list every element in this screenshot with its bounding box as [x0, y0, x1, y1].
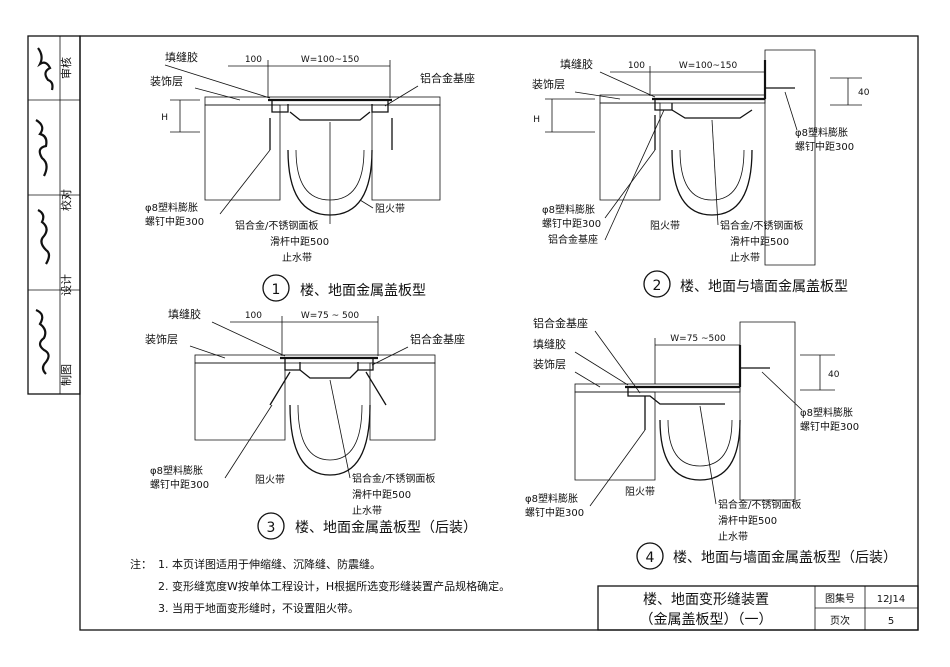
d2-number-circle	[643, 270, 671, 298]
title-line-2: （金属盖板型）（一）	[640, 612, 773, 628]
d1-dim-w: W=100~150	[301, 55, 360, 65]
d3-label-mianban: 铝合金/不锈钢面板	[352, 472, 435, 485]
note-1: 1. 本页详图适用于伸缩缝、沉降缝、防震缝。	[158, 557, 381, 571]
d3-label-zuhuodai: 阻火带	[255, 474, 285, 486]
notes-prefix: 注：	[130, 557, 152, 571]
d3-dim-w: W=75 ~ 500	[301, 311, 360, 321]
d1-label-luoding2: 螺钉中距300	[145, 215, 204, 228]
note-3: 3. 当用于地面变形缝时，不设置阻火带。	[158, 601, 359, 615]
d2-label-luoding1: φ8塑料膨胀	[542, 203, 595, 216]
d3-label-huagan: 滑杆中距500	[352, 488, 411, 501]
sidebar-label-sheji: 设计	[60, 274, 73, 296]
d1-title: 楼、地面金属盖板型	[300, 283, 426, 299]
d2-label-huagan: 滑杆中距500	[730, 235, 789, 248]
d2-label-luoding2: 螺钉中距300	[542, 217, 601, 230]
sidebar-strip	[27, 35, 81, 395]
detail-3: 100 W=75 ~ 500 填缝胶 装饰层 铝合金基座 φ8塑料膨胀 螺钉中距…	[145, 307, 477, 540]
d3-label-luoding2: 螺钉中距300	[150, 478, 209, 491]
sidebar-label-zhitu: 制图	[60, 364, 73, 386]
d3-number: 3	[267, 520, 276, 536]
sheet-border	[79, 35, 919, 631]
d4-label-zhuangshiceng: 装饰层	[533, 357, 566, 371]
d4-dim-w: W=75 ~500	[670, 334, 726, 344]
d3-label-zhishuidai: 止水带	[352, 505, 382, 517]
d4-label-tianfengjiao: 填缝胶	[533, 337, 566, 351]
d3-label-zhuangshiceng: 装饰层	[145, 332, 178, 346]
page-label: 页次	[830, 614, 850, 627]
d2-label-mianban: 铝合金/不锈钢面板	[720, 219, 803, 232]
detail-4: W=75 ~500 40 铝合金基座 填缝胶 装饰层 φ8塑料膨胀 螺钉中距30…	[525, 316, 897, 570]
d2-label-zhuangshiceng: 装饰层	[532, 77, 565, 91]
d3-label-tianfengjiao: 填缝胶	[168, 307, 201, 321]
atlas-value: 12J14	[877, 594, 905, 605]
d2-number: 2	[653, 278, 662, 294]
d1-dim-100: 100	[245, 55, 262, 65]
d3-label-luoding1: φ8塑料膨胀	[150, 464, 203, 477]
signature-jiaodui	[35, 119, 48, 177]
page-value: 5	[888, 616, 894, 627]
d4-label-zuhuodai: 阻火带	[625, 486, 655, 498]
d2-dim-h: H	[533, 115, 540, 125]
d1-label-jizuo: 铝合金基座	[420, 71, 475, 85]
d1-label-tianfengjiao: 填缝胶	[165, 50, 198, 64]
d4-number: 4	[646, 550, 655, 566]
d1-label-luoding1: φ8塑料膨胀	[145, 201, 198, 214]
detail-1: 100 W=100~150 H 填缝胶 装饰层 铝合金基座 φ8塑料膨胀 螺钉中…	[145, 50, 475, 302]
d2-label-jizuo: 铝合金基座	[548, 233, 598, 246]
title-line-1: 楼、地面变形缝装置	[643, 592, 769, 608]
d4-label-luoding2: 螺钉中距300	[525, 506, 584, 519]
sidebar-label-shenhe: 审核	[59, 57, 73, 79]
d1-label-zhishuidai: 止水带	[282, 252, 312, 264]
d1-number: 1	[272, 282, 281, 298]
d3-dim-100: 100	[245, 311, 262, 321]
signature-zhitu	[35, 308, 50, 375]
d1-number-circle	[262, 274, 290, 302]
d2-label-luoding-wall2: 螺钉中距300	[795, 140, 854, 153]
d3-label-jizuo: 铝合金基座	[410, 332, 465, 346]
d2-label-zhishuidai: 止水带	[730, 252, 760, 264]
d4-label-mianban: 铝合金/不锈钢面板	[718, 498, 801, 511]
d1-label-mianban: 铝合金/不锈钢面板	[235, 219, 318, 232]
d4-title: 楼、地面与墙面金属盖板型（后装）	[673, 550, 897, 566]
d4-number-circle	[636, 542, 664, 570]
d2-dim-100: 100	[628, 61, 645, 71]
d4-label-jizuo: 铝合金基座	[533, 316, 588, 330]
d2-label-luoding-wall1: φ8塑料膨胀	[795, 126, 848, 139]
d2-title: 楼、地面与墙面金属盖板型	[680, 279, 848, 295]
d4-label-huagan: 滑杆中距500	[718, 514, 777, 527]
d1-label-zhuangshiceng: 装饰层	[150, 74, 183, 88]
d2-dim-40: 40	[858, 88, 870, 98]
d4-dim-40: 40	[828, 370, 840, 380]
d4-label-luoding-wall1: φ8塑料膨胀	[800, 406, 853, 419]
d2-label-zuhuodai: 阻火带	[650, 220, 680, 232]
detail-2: 100 W=100~150 H 40 填缝胶 装饰层 φ8塑料膨胀 螺钉中距30…	[532, 49, 870, 298]
d2-label-tianfengjiao: 填缝胶	[560, 57, 593, 71]
note-2: 2. 变形缝宽度W按单体工程设计，H根据所选变形缝装置产品规格确定。	[158, 579, 510, 593]
atlas-label: 图集号	[825, 592, 855, 605]
d1-label-huagan: 滑杆中距500	[270, 235, 329, 248]
d2-dim-w: W=100~150	[679, 61, 738, 71]
d4-label-luoding-wall2: 螺钉中距300	[800, 420, 859, 433]
d4-label-zhishuidai: 止水带	[718, 531, 748, 543]
sidebar-label-jiaodui: 校对	[59, 189, 73, 211]
d1-label-zuhuodai: 阻火带	[375, 203, 405, 215]
signature-sheji	[37, 209, 51, 265]
d1-dim-h: H	[161, 113, 168, 123]
signature-shenhe	[37, 47, 54, 91]
title-block: 楼、地面变形缝装置 （金属盖板型）（一） 图集号 12J14 页次 5	[597, 585, 919, 631]
d4-label-luoding1: φ8塑料膨胀	[525, 492, 578, 505]
d3-title: 楼、地面金属盖板型（后装）	[295, 520, 477, 536]
d3-number-circle	[257, 512, 285, 540]
